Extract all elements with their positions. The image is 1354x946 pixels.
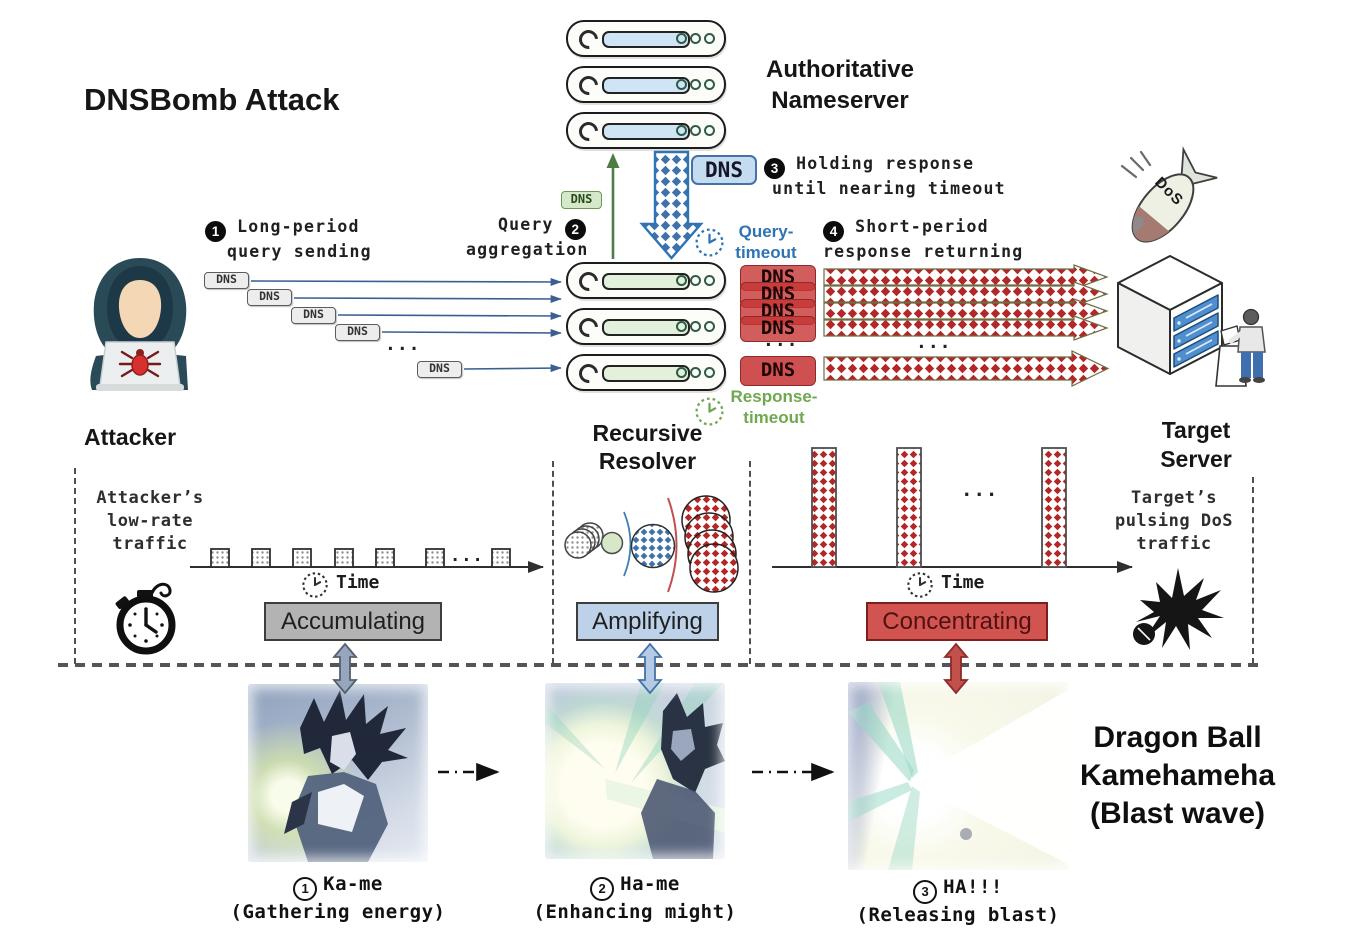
concentrating-box: Concentrating (866, 602, 1048, 641)
step1-number: 1 (205, 221, 226, 242)
pulsing-response-arrows (823, 264, 1110, 387)
query-timeout-label: Query-timeout (735, 222, 797, 262)
frame-1-subcaption: (Gathering energy) (230, 901, 446, 923)
accumulating-time-axis (190, 548, 544, 573)
section-divider (749, 461, 751, 664)
step1-label: 1 Long-period (205, 217, 360, 242)
frame-1-number: 1 (293, 877, 318, 901)
resolver-server-icon (566, 354, 726, 391)
kame-frame-2-image (545, 683, 725, 859)
step2-label: Query 2 (498, 215, 586, 240)
dns-badge-aggregated: DNS (561, 191, 602, 209)
server-power-icon (575, 26, 602, 53)
time-label: Time (941, 572, 985, 593)
dns-query-badge: DNS (291, 307, 336, 324)
step4-label-line2: response returning (823, 242, 1024, 261)
step3-label-line2: until nearing timeout (772, 179, 1006, 198)
dns-held-badge: DNS (740, 316, 816, 342)
authoritative-server-icon (566, 20, 726, 57)
resolver-server-icon (566, 308, 726, 345)
amplifying-box: Amplifying (576, 602, 719, 641)
page-title: DNSBomb Attack (84, 82, 340, 117)
analogy-divider (58, 663, 1262, 667)
step3-label: 3 Holding response (764, 154, 974, 179)
dns-query-badge: DNS (417, 361, 462, 378)
response-timeout-clock-icon (694, 396, 725, 432)
query-ellipsis: ... (385, 334, 421, 355)
explosion-icon (1133, 568, 1224, 650)
time-label: Time (336, 572, 380, 593)
response-arrows-ellipsis: ... (916, 332, 952, 353)
target-operator-person (1215, 308, 1266, 387)
attacker-label: Attacker (84, 424, 177, 450)
query-timeout-clock-icon (694, 227, 725, 263)
dos-bomb-label: DoS (1151, 173, 1187, 210)
response-timeout-label: Response-timeout (730, 387, 818, 427)
time-bomb-icon (115, 582, 176, 655)
step2-label-line2: aggregation (466, 240, 589, 259)
section-divider (74, 468, 76, 664)
amplifying-graphic (564, 495, 739, 593)
time-clock-icon (301, 571, 329, 604)
step3-number: 3 (764, 158, 785, 179)
kame-frame-3-image (848, 682, 1068, 870)
accumulating-box: Accumulating (264, 602, 442, 641)
frame-3-subcaption: (Releasing blast) (856, 904, 1060, 926)
dns-query-badge: DNS (247, 289, 292, 306)
dns-held-badge: DNS (740, 356, 816, 386)
attacker-figure (90, 258, 188, 391)
pulse-ellipsis: ... (450, 546, 484, 566)
dns-query-badge: DNS (335, 324, 380, 341)
frame-3-number: 3 (913, 880, 938, 904)
dns-query-badge: DNS (204, 272, 249, 289)
bars-ellipsis: ... (961, 479, 999, 501)
attacker-query-lines (250, 277, 562, 373)
query-aggregation-arrow (606, 153, 620, 259)
server-slot (602, 30, 690, 48)
resolver-server-icon (566, 262, 726, 299)
authoritative-server-icon (566, 112, 726, 149)
time-clock-icon (906, 571, 934, 604)
step2-number: 2 (564, 219, 586, 240)
server-led-icons (676, 33, 715, 44)
step4-label: 4 Short-period (823, 217, 989, 242)
authoritative-server-icon (566, 66, 726, 103)
frame-2-number: 2 (590, 877, 615, 901)
frame-2-subcaption: (Enhancing might) (533, 901, 737, 923)
step4-number: 4 (823, 221, 844, 242)
concentrating-time-axis (772, 447, 1133, 573)
dns-badge-held: DNS (691, 155, 757, 185)
kame-frame-1-image (248, 684, 428, 862)
section-divider (1252, 477, 1254, 664)
held-ellipsis: ... (763, 330, 799, 351)
step1-label-line2: query sending (227, 242, 372, 261)
section-divider (552, 461, 554, 664)
target-server-cabinet (1117, 255, 1223, 375)
